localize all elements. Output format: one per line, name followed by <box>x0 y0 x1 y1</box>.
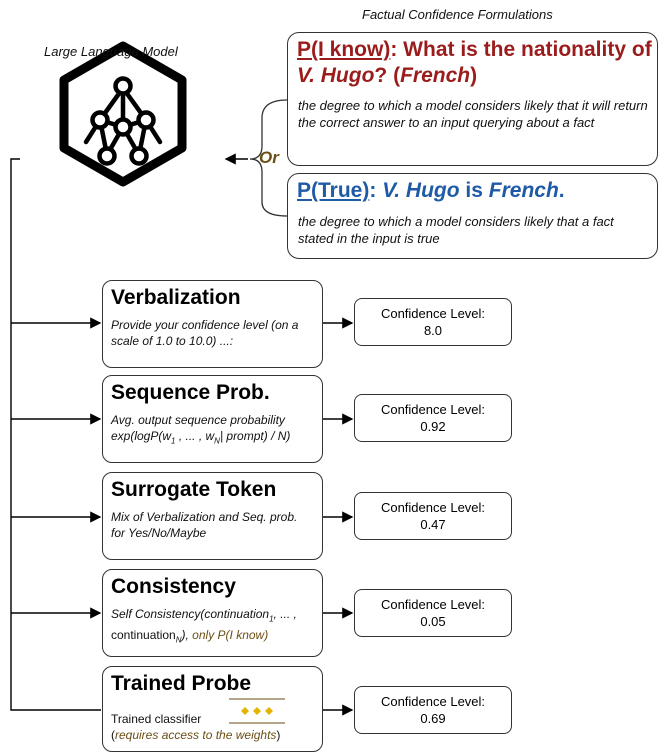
confidence-label: Confidence Level: <box>380 500 486 515</box>
p-know-card: P(I know): What is the nationality of V.… <box>287 32 658 166</box>
formulation-brace <box>249 99 288 217</box>
probe-diamonds-icon <box>229 698 285 724</box>
or-connector: Or <box>259 148 279 167</box>
confidence-label: Confidence Level: <box>380 402 486 417</box>
confidence-surrogate-token: Confidence Level: 0.47 <box>354 492 512 540</box>
confidence-label: Confidence Level: <box>380 694 486 709</box>
answer-french: French <box>400 64 471 87</box>
p-know-label: P(I know) <box>297 38 391 61</box>
method-description: Avg. output sequence probability exp(log… <box>111 413 291 446</box>
method-surrogate-token: Surrogate Token Mix of Verbalization and… <box>102 472 323 560</box>
main-trunk-line <box>10 158 101 711</box>
p-true-card: P(True): V. Hugo is French. the degree t… <box>287 173 658 259</box>
confidence-value: 0.92 <box>420 419 446 434</box>
method-title: Sequence Prob. <box>111 381 270 404</box>
confidence-trained-probe: Confidence Level: 0.69 <box>354 686 512 734</box>
answer-french: French <box>488 179 559 202</box>
confidence-label: Confidence Level: <box>380 306 486 321</box>
entity-hugo: V. Hugo <box>297 64 375 87</box>
method-verbalization: Verbalization Provide your confidence le… <box>102 280 323 368</box>
method-consistency: Consistency Self Consistency(continuatio… <box>102 569 323 657</box>
confidence-consistency: Confidence Level: 0.05 <box>354 589 512 637</box>
formulations-header: Factual Confidence Formulations <box>362 7 553 22</box>
method-title: Surrogate Token <box>111 478 277 501</box>
method-sequence-prob: Sequence Prob. Avg. output sequence prob… <box>102 375 323 463</box>
method-trained-probe: Trained Probe Trained classifier (requir… <box>102 666 323 752</box>
method-title: Verbalization <box>111 286 241 309</box>
p-know-only-note: only P(I know) <box>188 628 269 643</box>
confidence-label: Confidence Level: <box>380 597 486 612</box>
confidence-value: 8.0 <box>423 323 443 338</box>
confidence-value: 0.69 <box>420 711 446 726</box>
p-know-description: the degree to which a model considers li… <box>298 98 648 130</box>
method-description: Trained classifier (requires access to t… <box>111 712 281 742</box>
p-true-statement: P(True): V. Hugo is French. <box>297 179 565 202</box>
model-header: Large Language Model <box>44 44 178 59</box>
method-description: Mix of Verbalization and Seq. prob. for … <box>111 510 298 540</box>
entity-hugo: V. Hugo <box>382 179 460 202</box>
method-title: Consistency <box>111 575 236 598</box>
confidence-value: 0.47 <box>420 517 446 532</box>
p-true-label: P(True) <box>297 179 370 202</box>
confidence-verbalization: Confidence Level: 8.0 <box>354 298 512 346</box>
weights-access-note: requires access to the weights <box>115 728 277 742</box>
llm-network-icon <box>59 41 187 187</box>
p-know-question: P(I know): What is the nationality of V.… <box>297 38 652 87</box>
confidence-value: 0.05 <box>420 614 446 629</box>
confidence-sequence-prob: Confidence Level: 0.92 <box>354 394 512 442</box>
method-description: Provide your confidence level (on a scal… <box>111 318 299 348</box>
method-title: Trained Probe <box>111 672 252 695</box>
method-description: Self Consistency(continuation1, ... , co… <box>111 607 297 645</box>
p-true-description: the degree to which a model considers li… <box>298 214 614 246</box>
